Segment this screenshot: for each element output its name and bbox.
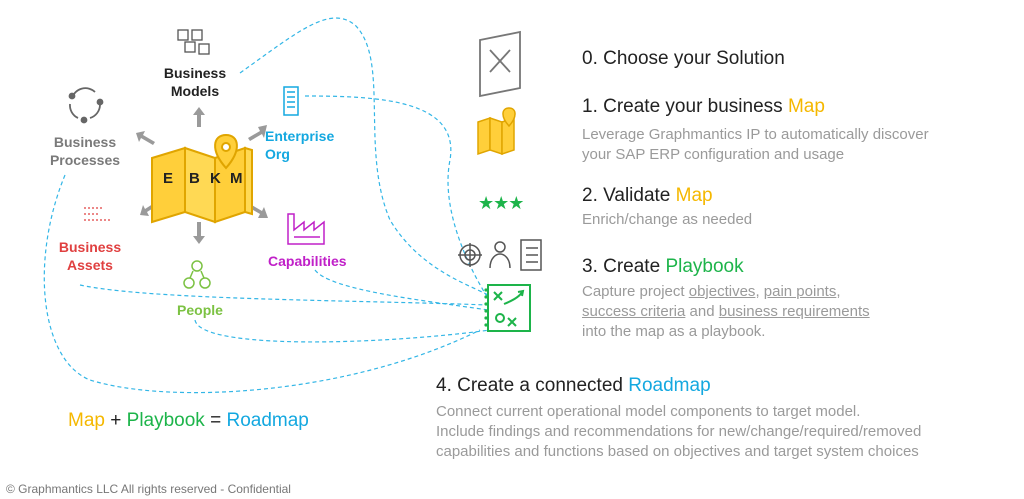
step4-desc-line3: capabilities and functions based on obje… — [436, 443, 919, 460]
equation-map: Map — [68, 410, 105, 431]
step1-desc-line2: your SAP ERP configuration and usage — [582, 146, 845, 163]
step2-desc: Enrich/change as needed — [582, 211, 753, 228]
map-letter-b: B — [189, 170, 200, 187]
checklist-icon — [520, 239, 542, 271]
link-success-criteria[interactable]: success criteria — [582, 303, 686, 320]
label-business-processes: Business Processes — [49, 134, 121, 168]
target-icon — [458, 243, 482, 267]
step4-title-highlight: Roadmap — [628, 375, 711, 396]
text: , — [755, 283, 764, 300]
step4-desc: Connect current operational model compon… — [436, 402, 921, 462]
step1-desc-line1: Leverage Graphmantics IP to automaticall… — [582, 126, 929, 143]
label-business-assets: Business Assets — [58, 239, 122, 273]
map-letters: E B K M — [152, 170, 252, 190]
text: Capture project — [582, 283, 689, 300]
step3-desc: Capture project objectives, pain points,… — [582, 282, 870, 342]
step2-title-highlight: Map — [675, 185, 713, 206]
equation-equals: = — [210, 410, 222, 431]
step4-title-prefix: 4. Create a connected — [436, 375, 629, 396]
step3-desc-line1: Capture project objectives, pain points, — [582, 282, 870, 302]
equation: Map + Playbook = Roadmap — [68, 410, 309, 432]
link-pain-points[interactable]: pain points — [763, 283, 837, 300]
business-processes-icon — [68, 87, 104, 124]
step3-desc-line2: success criteria and business requiremen… — [582, 302, 870, 322]
step4-desc-line2: Include findings and recommendations for… — [436, 423, 922, 440]
text: , — [836, 283, 841, 300]
arrow-upright — [248, 125, 267, 141]
connector-people — [194, 319, 491, 343]
stars-icon: ★★★ — [478, 193, 524, 213]
equation-roadmap: Roadmap — [226, 410, 309, 431]
text: and — [685, 303, 719, 320]
label-enterprise-org: Enterprise Org — [265, 128, 335, 162]
person-icon — [489, 241, 511, 269]
capabilities-icon — [287, 213, 325, 245]
step1-title: 1. Create your business Map — [582, 96, 825, 118]
step4-desc-line1: Connect current operational model compon… — [436, 403, 861, 420]
step3-title: 3. Create Playbook — [582, 256, 744, 278]
step3-title-prefix: 3. Create — [582, 256, 666, 277]
connector-assets — [79, 284, 489, 306]
step1-title-highlight: Map — [787, 96, 825, 117]
link-objectives[interactable]: objectives — [688, 283, 756, 300]
connector-models — [239, 17, 489, 296]
arrow-down — [193, 222, 205, 244]
playbook-icon — [484, 284, 531, 332]
dashed-connectors — [43, 17, 491, 394]
map-letter-m: M — [230, 170, 243, 187]
label-business-models: Business Models — [163, 65, 227, 99]
link-business-requirements[interactable]: business requirements — [718, 303, 870, 320]
business-models-icon — [177, 29, 210, 55]
enterprise-org-icon — [283, 86, 299, 116]
step0-title: 0. Choose your Solution — [582, 48, 785, 69]
step3-title-highlight: Playbook — [665, 256, 744, 277]
step4-title: 4. Create a connected Roadmap — [436, 375, 711, 397]
step2-title-prefix: 2. Validate — [582, 185, 676, 206]
connector-processes — [43, 174, 481, 394]
menu-icon — [479, 30, 521, 98]
footer: © Graphmantics LLC All rights reserved -… — [6, 482, 291, 496]
map-small-icon — [477, 107, 516, 156]
connector-capabilities — [314, 269, 489, 311]
map-letter-e: E — [163, 170, 174, 187]
connector-org — [304, 95, 489, 299]
map-letter-k: K — [210, 170, 221, 187]
arrow-upleft — [136, 131, 155, 145]
arrow-up — [193, 107, 205, 127]
step3-desc-line3: into the map as a playbook. — [582, 323, 766, 340]
step1-title-prefix: 1. Create your business — [582, 96, 788, 117]
step2-title: 2. Validate Map — [582, 185, 713, 207]
business-assets-icon — [84, 207, 110, 221]
label-capabilities: Capabilities — [268, 253, 347, 269]
step1-desc: Leverage Graphmantics IP to automaticall… — [582, 125, 929, 165]
map-icon — [151, 133, 253, 224]
label-people: People — [177, 302, 223, 318]
equation-playbook: Playbook — [126, 410, 205, 431]
equation-plus: + — [110, 410, 122, 431]
people-icon — [183, 260, 211, 289]
